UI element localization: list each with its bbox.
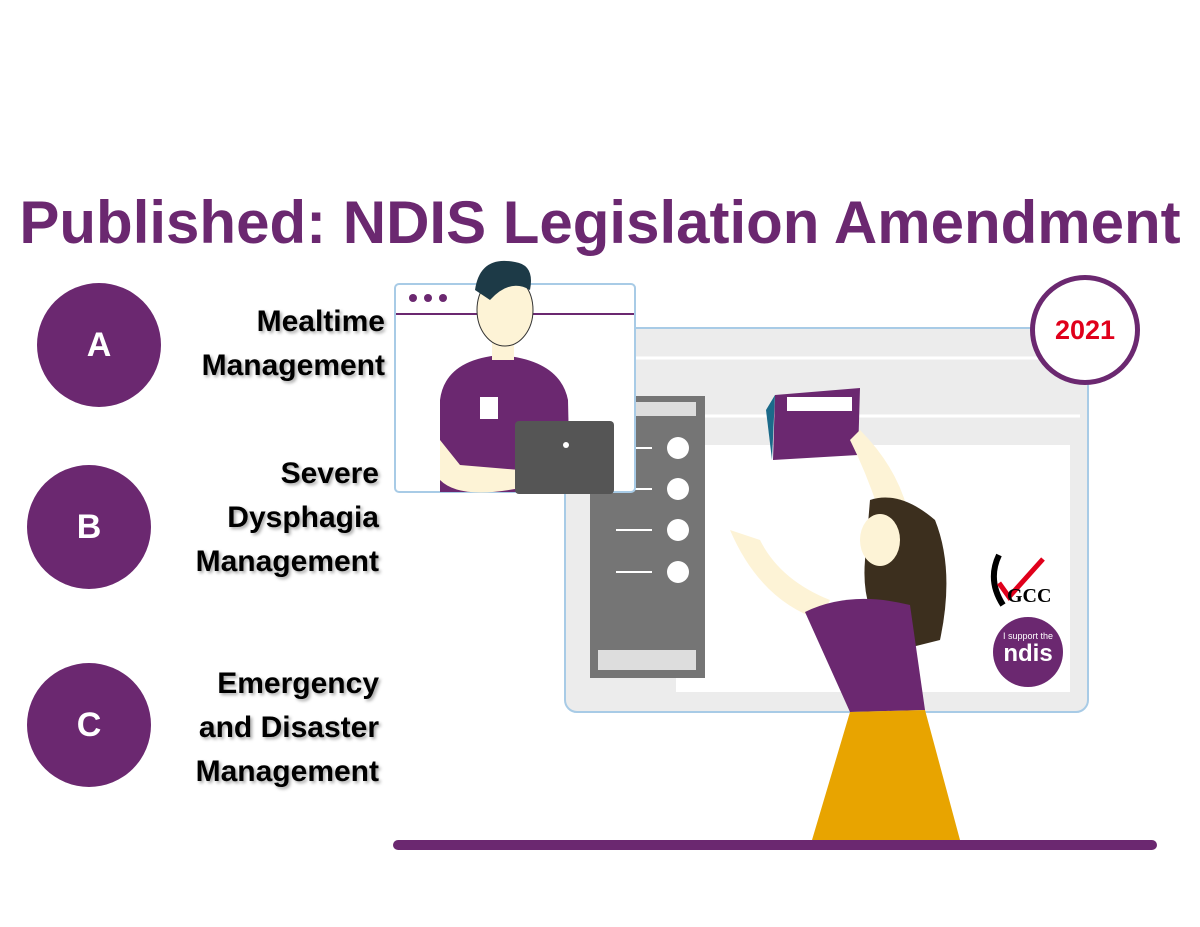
year-badge: 2021 xyxy=(1030,275,1140,385)
label-line: Management xyxy=(195,545,379,578)
gcc-text: GCC xyxy=(1007,585,1052,607)
label-line: and Disaster xyxy=(198,711,379,744)
laptop xyxy=(515,421,614,494)
ndis-logo: I support the ndis xyxy=(993,617,1063,687)
item-c-badge: C xyxy=(27,663,151,787)
ndis-tagline: I support the xyxy=(1002,631,1054,641)
item-b-label: Severe Dysphagia Management xyxy=(196,452,379,584)
checkmark-icon xyxy=(990,553,1045,607)
label-line: Emergency xyxy=(217,667,379,700)
label-line: Management xyxy=(195,755,379,788)
item-a-badge: A xyxy=(37,283,161,407)
label-line: Dysphagia xyxy=(227,501,379,534)
item-a-label: Mealtime Management xyxy=(202,300,385,388)
page-title: Published: NDIS Legislation Amendment xyxy=(19,189,1181,256)
ndis-name: ndis xyxy=(1003,640,1053,667)
label-line: Severe xyxy=(280,457,379,490)
label-line: Management xyxy=(201,349,385,382)
label-line: Mealtime xyxy=(256,305,385,338)
gcc-logo: GCC xyxy=(985,545,1060,610)
item-b-badge: B xyxy=(27,465,151,589)
item-c-label: Emergency and Disaster Management xyxy=(196,662,379,794)
